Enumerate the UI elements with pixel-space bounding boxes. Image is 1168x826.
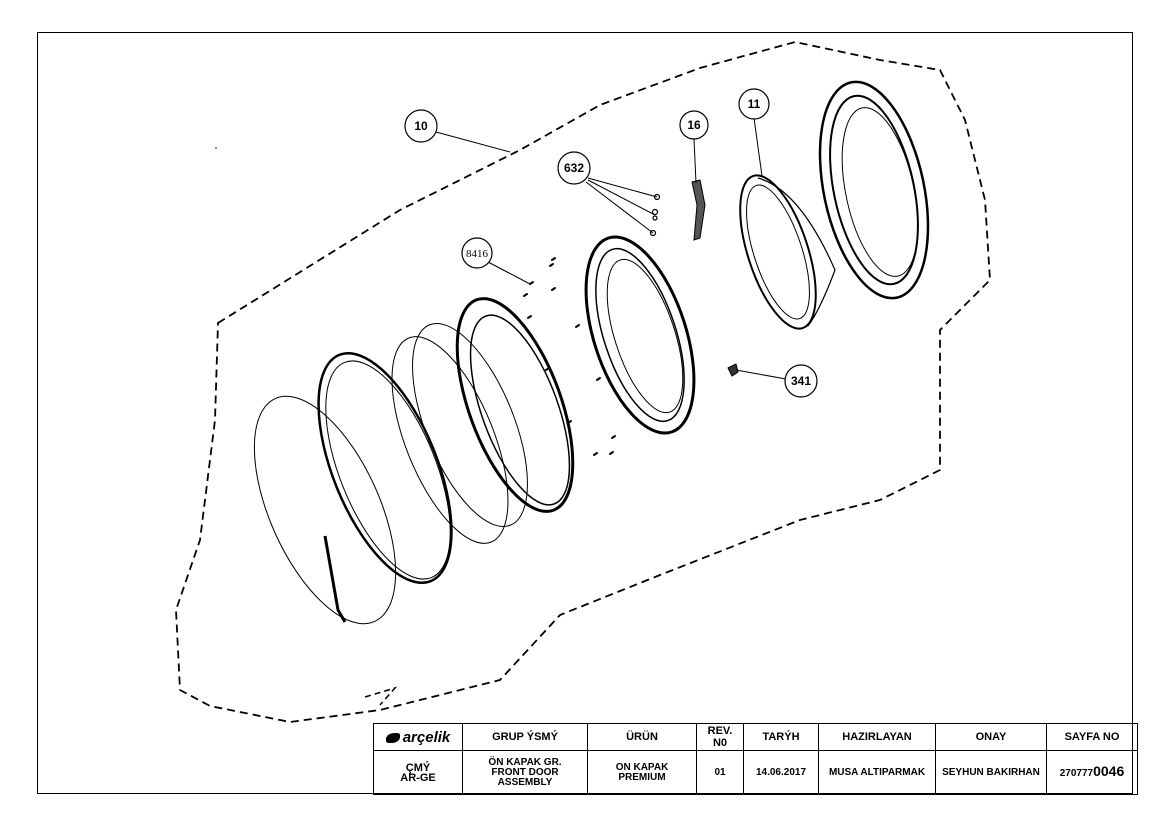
door-glass-bowl: [739, 174, 836, 330]
screws-8416: [523, 257, 616, 456]
company-logo: arçelik: [373, 723, 463, 751]
callout-341: 341: [784, 364, 818, 398]
svg-text:8416: 8416: [466, 248, 489, 260]
hinge-part: [691, 179, 706, 241]
assembly-boundary: [175, 41, 991, 723]
callout-11: 11: [738, 88, 770, 120]
svg-text:11: 11: [748, 97, 761, 111]
brand-mark-icon: [385, 732, 400, 743]
door-gasket-ring: [455, 297, 575, 513]
door-latch: [727, 363, 739, 377]
value-rev-no: 01: [696, 750, 744, 795]
header-group-name: GRUP ÝSMÝ: [462, 723, 588, 751]
header-date: TARÝH: [743, 723, 819, 751]
header-rev-no: REV. N0: [696, 723, 744, 751]
header-approval: ONAY: [935, 723, 1047, 751]
svg-text:632: 632: [564, 161, 584, 175]
glass-discs: [391, 323, 528, 544]
rear-door-ring: [818, 80, 930, 300]
callout-632: 632: [557, 151, 591, 185]
title-block-value-row: ÇMÝ AR-GE ÖN KAPAK GR. FRONT DOOR ASSEMB…: [373, 750, 1138, 795]
svg-text:341: 341: [791, 374, 811, 388]
value-product: ON KAPAK PREMIUM: [587, 750, 697, 795]
value-approval: SEYHUN BAKIRHAN: [935, 750, 1047, 795]
value-group-name: ÖN KAPAK GR. FRONT DOOR ASSEMBLY: [462, 750, 588, 795]
title-block-header-row: arçelik GRUP ÝSMÝ ÜRÜN REV. N0 TARÝH HAZ…: [373, 723, 1138, 751]
value-date: 14.06.2017: [743, 750, 819, 795]
page-no-prefix: 270777: [1059, 768, 1094, 779]
value-department: ÇMÝ AR-GE: [373, 750, 463, 795]
header-product: ÜRÜN: [587, 723, 697, 751]
svg-text:10: 10: [414, 119, 428, 133]
inner-door-frame: [584, 235, 696, 435]
outer-front-ring: [317, 351, 453, 585]
value-prepared-by: MUSA ALTIPARMAK: [818, 750, 936, 795]
page-no-suffix: 0046: [1093, 763, 1125, 779]
stray-mark: [215, 147, 217, 149]
header-prepared-by: HAZIRLAYAN: [818, 723, 936, 751]
callout-16: 16: [679, 110, 709, 140]
front-decorative-cover: [253, 395, 397, 625]
svg-text:16: 16: [687, 118, 701, 132]
assembly-boundary-notch: [364, 686, 398, 706]
leader-lines: [435, 117, 787, 380]
callout-10: 10: [404, 109, 438, 143]
value-page-no: 2707770046: [1046, 750, 1138, 795]
header-page-no: SAYFA NO: [1046, 723, 1138, 751]
logo-text: arçelik: [402, 728, 451, 746]
title-block: arçelik GRUP ÝSMÝ ÜRÜN REV. N0 TARÝH HAZ…: [373, 723, 1138, 795]
callout-8416: 8416: [461, 237, 493, 269]
